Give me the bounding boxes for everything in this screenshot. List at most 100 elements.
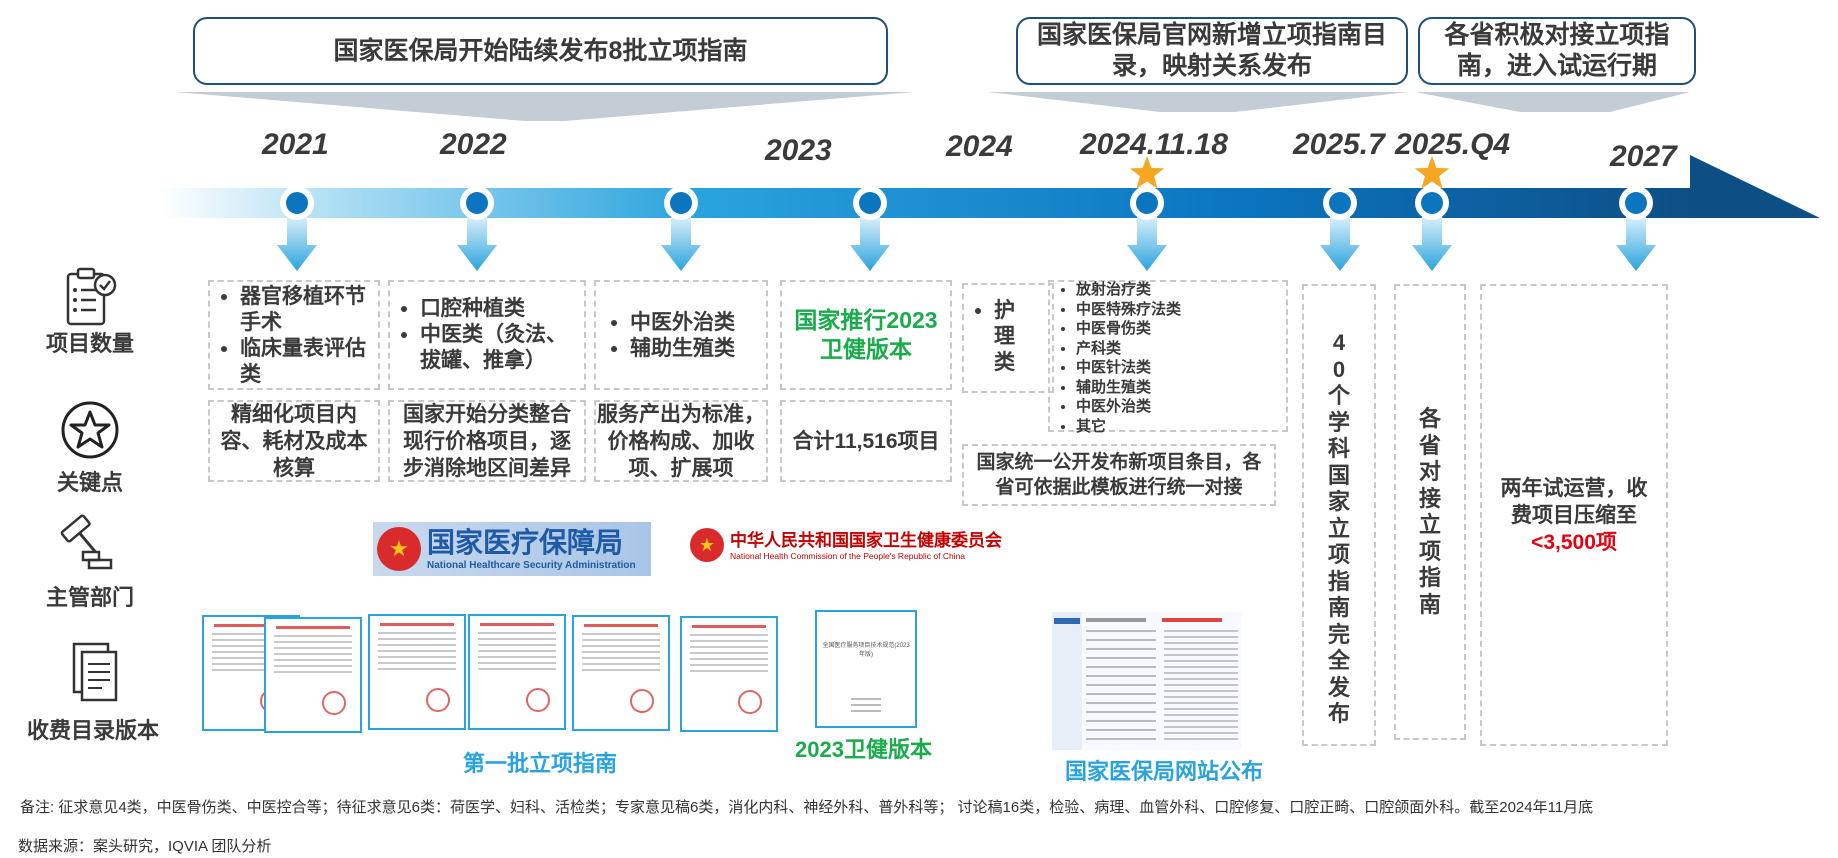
guideline-doc-thumbnail <box>680 616 778 732</box>
items-box-2024 <box>962 283 1054 393</box>
footnote: 备注: 征求意见4类，中医骨伤类、中医控合等；待征求意见6类：荷医学、妇科、活检… <box>20 799 1594 816</box>
keypoint-box-2023a <box>594 400 768 482</box>
list-item: 口腔种植类 <box>420 296 584 322</box>
website-screenshot-thumbnail <box>1052 612 1242 750</box>
national-emblem-icon: ★ <box>377 527 421 571</box>
items-box-2023b <box>780 280 952 390</box>
nhsa-logo-cn: 国家医疗保障局 <box>427 527 624 559</box>
nhc-logo: ★ 中华人民共和国国家卫生健康委员会 National Health Commi… <box>690 524 1020 566</box>
gavel-icon <box>55 512 115 575</box>
down-arrow-icon <box>1127 215 1167 271</box>
nhsa-logo-en: National Healthcare Security Administrat… <box>427 559 636 571</box>
star-icon <box>1414 156 1450 189</box>
list-item: 中医针法类 <box>1076 358 1288 378</box>
nhsa-logo: ★ 国家医疗保障局 National Healthcare Security A… <box>373 522 651 576</box>
items-list-2024-11-18: 放射治疗类 中医特殊疗法类 中医骨伤类 产科类 中医针法类 辅助生殖类 中医外治… <box>1056 280 1288 436</box>
trial-run-line2: 费项目压缩至 <box>1511 503 1637 527</box>
year-label-2024: 2024 <box>946 130 1013 163</box>
down-arrow-icon <box>457 215 497 271</box>
guideline-doc-thumbnail <box>264 617 362 733</box>
year-label-2027: 2027 <box>1610 140 1677 173</box>
star-circle-icon <box>60 400 120 465</box>
list-item: 辅助生殖类 <box>1076 378 1288 398</box>
down-arrow-icon <box>850 215 890 271</box>
timeline-markers <box>277 156 1656 271</box>
list-item: 中医类（灸法、拔罐、推拿） <box>420 322 584 374</box>
keypoint-2022: 国家开始分类整合现行价格项目，逐步消除地区间差异 <box>403 402 571 480</box>
list-item: 临床量表评估类 <box>240 336 380 388</box>
list-item: 其它 <box>1076 417 1288 437</box>
callout-shadow-3 <box>1415 92 1690 112</box>
timeline-node-dot <box>670 192 692 214</box>
items-list-2024: 护理类 <box>968 298 1028 376</box>
items-box-2024-11-18 <box>1048 280 1288 432</box>
callout-provinces-trial: 各省积极对接立项指南，进入试运行期 <box>1418 17 1696 85</box>
keypoint-box-2021 <box>208 400 380 482</box>
year-label-2022: 2022 <box>440 128 507 161</box>
caption-website: 国家医保局网站公布 <box>1065 759 1264 784</box>
items-list-2022: 口腔种植类中医类（灸法、拔罐、推拿） <box>394 296 584 374</box>
nhc-logo-en: National Health Commission of the People… <box>730 550 966 561</box>
star-icon <box>1129 156 1165 189</box>
national-emblem-icon: ★ <box>690 528 724 562</box>
timeline-node-dot <box>1421 192 1443 214</box>
timeline-node-dot <box>286 192 308 214</box>
down-arrow-icon <box>1412 215 1452 271</box>
trial-run-target: <3,500项 <box>1531 530 1617 554</box>
items-list-2021: 器官移植环节手术临床量表评估类 <box>214 284 380 388</box>
weijian-2023-doc-thumbnail: 全国医疗服务项目技术规范(2023年版) <box>815 610 917 728</box>
timeline-arrowhead <box>1690 155 1820 218</box>
category-item-count: 项目数量 <box>45 331 134 356</box>
trial-run-note: 两年试运营，收 费项目压缩至 <3,500项 <box>1480 470 1668 560</box>
list-item: 中医骨伤类 <box>1076 319 1288 339</box>
keypoint-box-2023b <box>780 400 952 482</box>
timeline-node-dot <box>1625 192 1647 214</box>
list-item: 辅助生殖类 <box>630 336 764 362</box>
list-item: 器官移植环节手术 <box>240 284 380 336</box>
keypoint-box-2022 <box>388 400 586 482</box>
weijian-2023-note: 国家推行2023卫健版本 <box>794 307 938 362</box>
down-arrow-icon <box>277 215 317 271</box>
list-item: 产科类 <box>1076 339 1288 359</box>
down-arrow-icon <box>1616 215 1656 271</box>
clipboard-check-icon <box>62 266 118 333</box>
items-box-2027 <box>1480 284 1668 746</box>
year-label-2023: 2023 <box>765 134 832 167</box>
data-source: 数据来源：案头研究，IQVIA 团队分析 <box>18 838 272 855</box>
documents-icon <box>70 640 120 709</box>
year-label-2024-11-18: 2024.11.18 <box>1080 128 1228 161</box>
callout-shadow-1 <box>175 92 915 121</box>
category-catalog-version: 收费目录版本 <box>26 718 159 743</box>
items-box-2022 <box>388 280 586 390</box>
keypoint-2021: 精细化项目内容、耗材及成本核算 <box>220 402 368 480</box>
nhc-logo-cn: 中华人民共和国国家卫生健康委员会 <box>730 530 1002 550</box>
callout-guidelines-release: 国家医保局开始陆续发布8批立项指南 <box>193 17 888 85</box>
trial-run-line1: 两年试运营，收 <box>1500 476 1648 500</box>
guideline-doc-thumbnail <box>468 614 566 730</box>
caption-weijian-2023: 2023卫健版本 <box>795 737 932 762</box>
guideline-doc-thumbnail <box>368 614 466 730</box>
list-item: 中医外治类 <box>630 310 764 336</box>
items-box-2023a <box>594 280 768 390</box>
guideline-doc-thumbnail <box>572 615 670 731</box>
items-box-2021 <box>208 280 380 390</box>
keypoint-2023a: 服务产出为标准，价格构成、加收项、扩展项 <box>597 402 765 480</box>
timeline-node-dot <box>1136 192 1158 214</box>
year-label-2025-7: 2025.7 <box>1293 128 1385 161</box>
keypoint-2023b: 合计11,516项目 <box>792 429 940 453</box>
down-arrow-icon <box>661 215 701 271</box>
timeline-node-dot <box>859 192 881 214</box>
weijian-2023-doc-title: 全国医疗服务项目技术规范(2023年版) <box>822 643 910 658</box>
items-list-2023a: 中医外治类辅助生殖类 <box>604 310 764 362</box>
keypoint-box-2024 <box>962 444 1276 506</box>
timeline-node-dot <box>1329 192 1351 214</box>
list-item: 放射治疗类 <box>1076 280 1288 300</box>
year-label-2021: 2021 <box>262 128 329 161</box>
list-item: 中医特殊疗法类 <box>1076 300 1288 320</box>
callout-website-catalog: 国家医保局官网新增立项指南目录，映射关系发布 <box>1016 17 1408 85</box>
provinces-note: 各省对接立项指南 <box>1418 406 1441 617</box>
timeline-node-dot <box>466 192 488 214</box>
callout-shadow-2 <box>988 92 1408 112</box>
category-key-points: 关键点 <box>56 470 123 495</box>
